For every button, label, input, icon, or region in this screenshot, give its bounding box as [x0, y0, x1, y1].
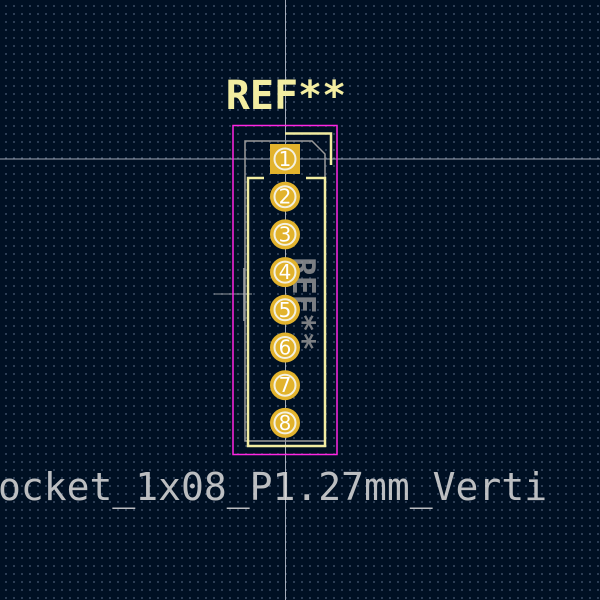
pad-drill-hole: [273, 411, 297, 435]
footprint-value-text[interactable]: ocket_1x08_P1.27mm_Verti: [0, 465, 547, 510]
pad-number-label: 7: [279, 373, 292, 397]
silkscreen-pin1-marker: [285, 132, 333, 165]
pad-drill-hole: [273, 222, 297, 246]
pad-number-label: 4: [279, 260, 292, 284]
pad-5[interactable]: 5: [270, 294, 300, 325]
reference-designator[interactable]: REF**: [226, 73, 346, 119]
pad-3[interactable]: 3: [270, 219, 300, 250]
pad-1[interactable]: 1: [270, 144, 300, 174]
pad-drill-hole: [273, 185, 297, 209]
pad-7[interactable]: 7: [270, 370, 300, 401]
pad-drill-hole: [273, 336, 297, 359]
pad-group: 1 2 3 4 5 6 7 8: [270, 144, 300, 438]
pad-number-label: 2: [279, 185, 292, 209]
courtyard-outline[interactable]: [232, 124, 338, 456]
pad-drill-hole: [273, 147, 297, 171]
pad-number-label: 8: [279, 411, 292, 435]
pad-drill-hole: [273, 373, 297, 397]
silkscreen-outline: [246, 176, 327, 448]
pad-number-label: 6: [279, 336, 292, 360]
pad-drill-hole: [273, 260, 297, 284]
pad-6[interactable]: 6: [270, 332, 300, 363]
pad-number-label: 5: [279, 298, 292, 322]
pad-4[interactable]: 4: [270, 257, 300, 288]
pad-number-label: 1: [279, 147, 292, 171]
pad-drill-hole: [273, 298, 297, 322]
pad-2[interactable]: 2: [270, 181, 300, 212]
pad-8[interactable]: 8: [270, 407, 300, 438]
pad-number-label: 3: [279, 222, 292, 246]
